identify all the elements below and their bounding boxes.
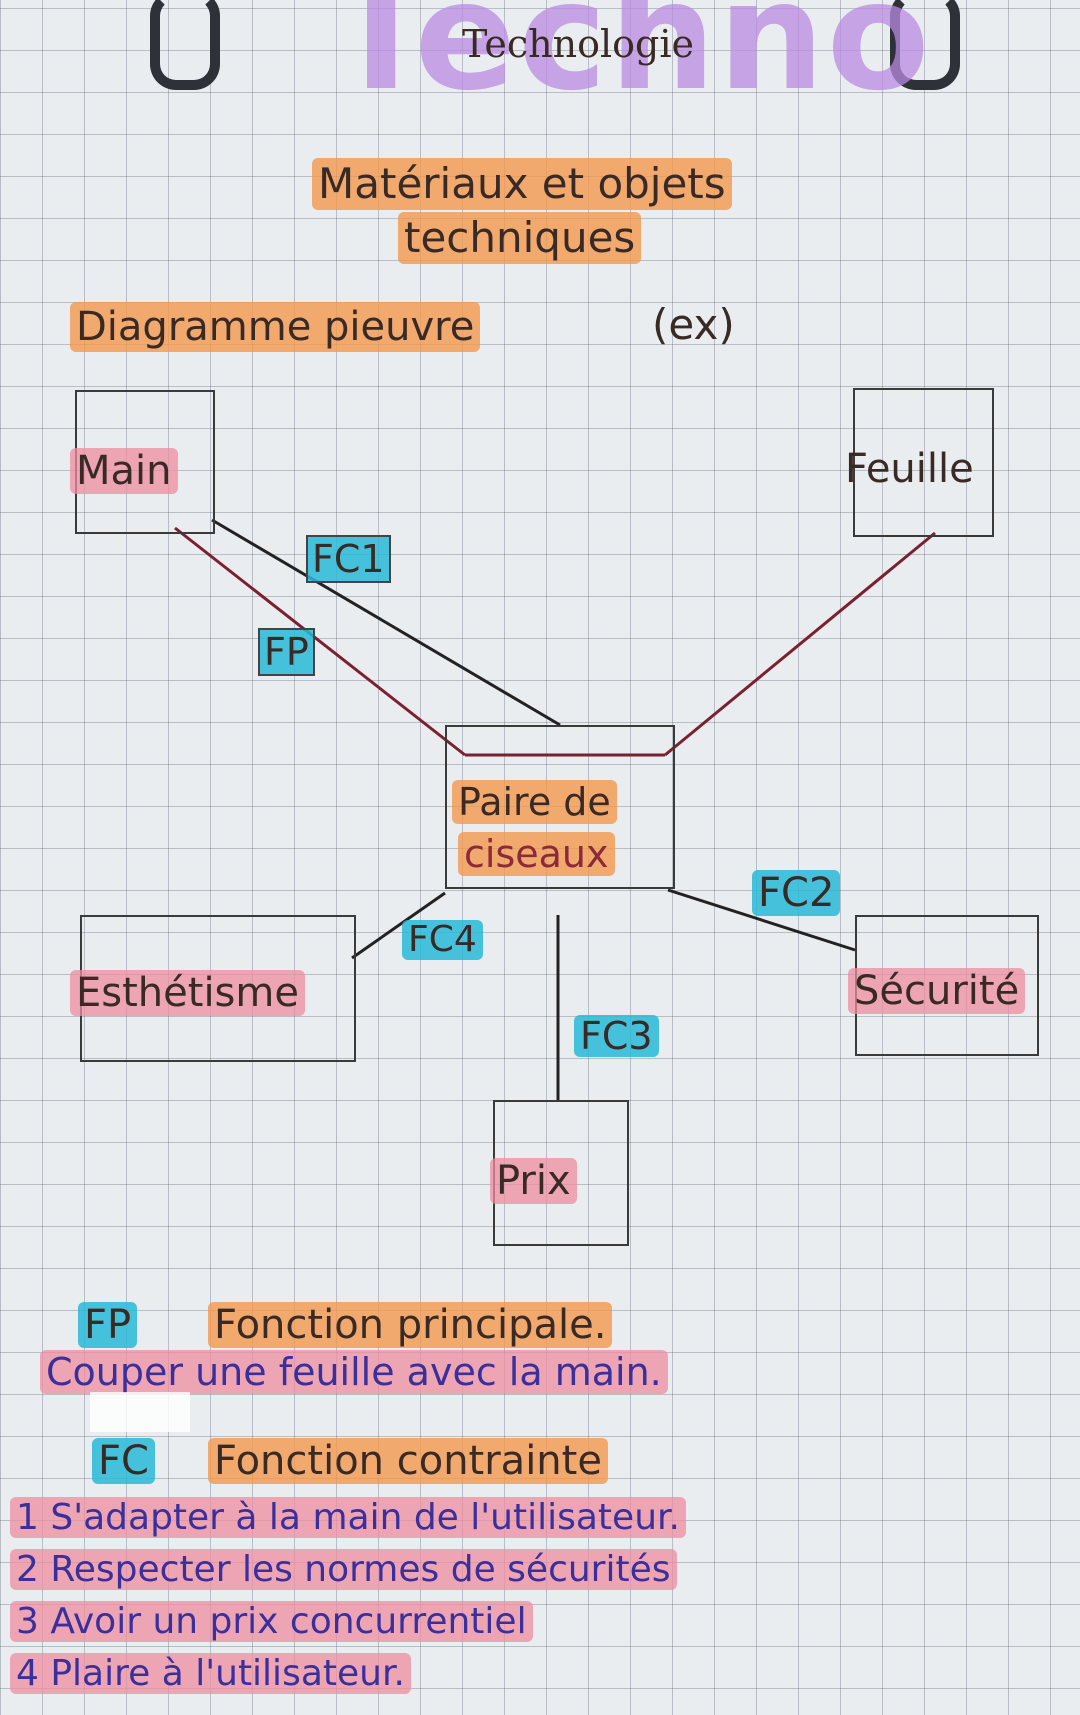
binder-ring-left: [150, 0, 220, 90]
node-securite-label: Sécurité: [848, 968, 1026, 1014]
link-fc4-line: [351, 891, 446, 960]
legend-fc-list: 1 S'adapter à la main de l'utilisateur. …: [10, 1492, 686, 1700]
chapter-title-line1: Matériaux et objets: [312, 158, 732, 210]
legend-fc-item: 3 Avoir un prix concurrentiel: [10, 1596, 686, 1648]
binder-ring-right: [890, 0, 960, 90]
legend-fc-item: 4 Plaire à l'utilisateur.: [10, 1648, 686, 1700]
node-prix-label: Prix: [490, 1158, 577, 1204]
link-label-fc2: FC2: [752, 870, 841, 916]
legend-fc-label: Fonction contrainte: [208, 1438, 608, 1484]
link-fp-main-line: [174, 526, 466, 757]
node-main-label: Main: [70, 448, 178, 494]
node-feuille-label: Feuille: [845, 446, 974, 492]
link-label-fc4: FC4: [402, 920, 483, 960]
center-box: [445, 725, 675, 889]
header-watermark: Techno: [330, 0, 932, 124]
legend-fp-label: Fonction principale.: [208, 1302, 613, 1348]
subject-title: Technologie: [462, 22, 694, 66]
link-label-fc3: FC3: [574, 1015, 659, 1057]
section-suffix: (ex): [652, 300, 735, 349]
node-esthetisme-label: Esthétisme: [70, 970, 305, 1016]
legend-fc-abbr: FC: [92, 1438, 155, 1484]
link-fc2-line: [667, 888, 856, 952]
legend-fc-item: 2 Respecter les normes de sécurités: [10, 1544, 686, 1596]
legend-fp-abbr: FP: [78, 1302, 138, 1348]
link-fp-feuille-line: [664, 531, 936, 757]
center-label-line1: Paire de: [452, 780, 617, 824]
chapter-title-line2: techniques: [398, 212, 642, 264]
legend-fp-description: Couper une feuille avec la main.: [40, 1350, 668, 1394]
paper-glare: [90, 1392, 190, 1432]
link-fc1-line: [211, 518, 561, 727]
link-label-fp: FP: [258, 628, 315, 676]
section-label: Diagramme pieuvre: [70, 302, 481, 352]
link-label-fc1: FC1: [306, 535, 391, 583]
center-label-line2: ciseaux: [458, 832, 615, 876]
node-feuille-box: [853, 388, 994, 537]
legend-fc-item: 1 S'adapter à la main de l'utilisateur.: [10, 1492, 686, 1544]
